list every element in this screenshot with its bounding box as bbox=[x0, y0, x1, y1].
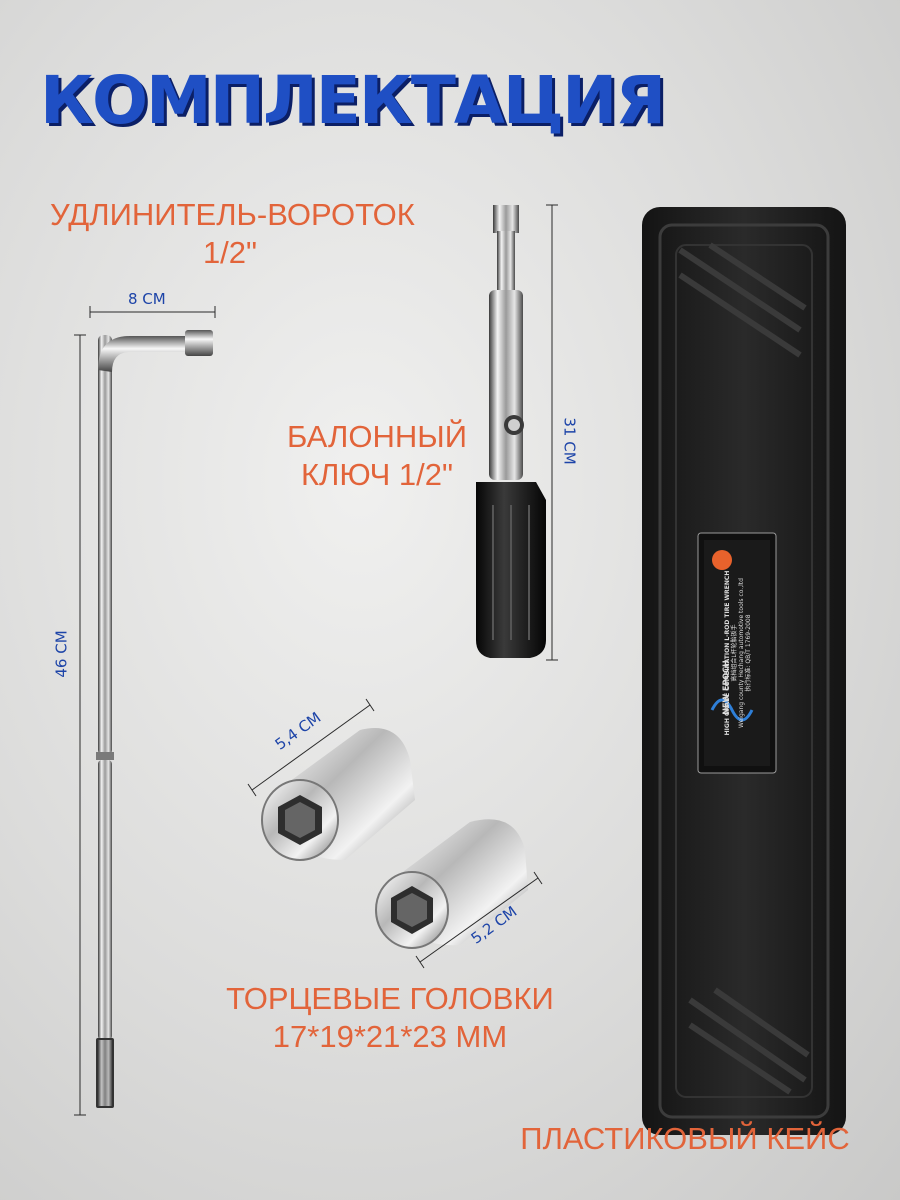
extension-bar-label-line2: 1/2" bbox=[202, 235, 258, 270]
socket-small-image bbox=[375, 819, 528, 949]
page-title: КОМПЛЕКТАЦИЯ bbox=[40, 62, 666, 139]
extension-bar-label-line1: УДЛИНИТЕЛЬ-ВОРОТОК bbox=[50, 197, 415, 232]
case-sticker-brand: NEW EPOCH bbox=[721, 660, 731, 715]
case-sticker-line2: 高档组合L杆轮胎扳手 bbox=[731, 624, 738, 682]
bar-width-dimension: 8 СМ bbox=[128, 290, 166, 308]
case-sticker-line4: 执行标准: QB/T 1769-2008 bbox=[745, 614, 752, 692]
case-label: ПЛАСТИКОВЫЙ КЕЙС bbox=[520, 1121, 850, 1156]
sockets-label-line2: 17*19*21*23 ММ bbox=[272, 1019, 508, 1054]
sockets-label: ТОРЦЕВЫЕ ГОЛОВКИ 17*19*21*23 ММ bbox=[225, 980, 555, 1056]
sockets-label-line1: ТОРЦЕВЫЕ ГОЛОВКИ bbox=[226, 981, 554, 1016]
case-sticker-line3: Weigang county Hechang automotive tools … bbox=[738, 578, 745, 728]
case-sticker bbox=[697, 532, 777, 774]
dimension-lines bbox=[74, 204, 558, 1116]
wrench-length-dimension: 31 СМ bbox=[560, 417, 579, 465]
extension-bar-label: УДЛИНИТЕЛЬ-ВОРОТОК 1/2" bbox=[50, 196, 415, 272]
lug-wrench-label-line2: КЛЮЧ 1/2" bbox=[300, 457, 454, 492]
lug-wrench-label: БАЛОННЫЙ КЛЮЧ 1/2" bbox=[282, 418, 472, 494]
extension-bar-image bbox=[96, 330, 213, 1108]
plastic-case-image bbox=[642, 207, 846, 1135]
socket-large-image bbox=[261, 728, 415, 861]
bar-length-dimension: 46 СМ bbox=[52, 630, 71, 678]
lug-wrench-image bbox=[476, 205, 546, 658]
lug-wrench-label-line1: БАЛОННЫЙ bbox=[287, 419, 467, 454]
